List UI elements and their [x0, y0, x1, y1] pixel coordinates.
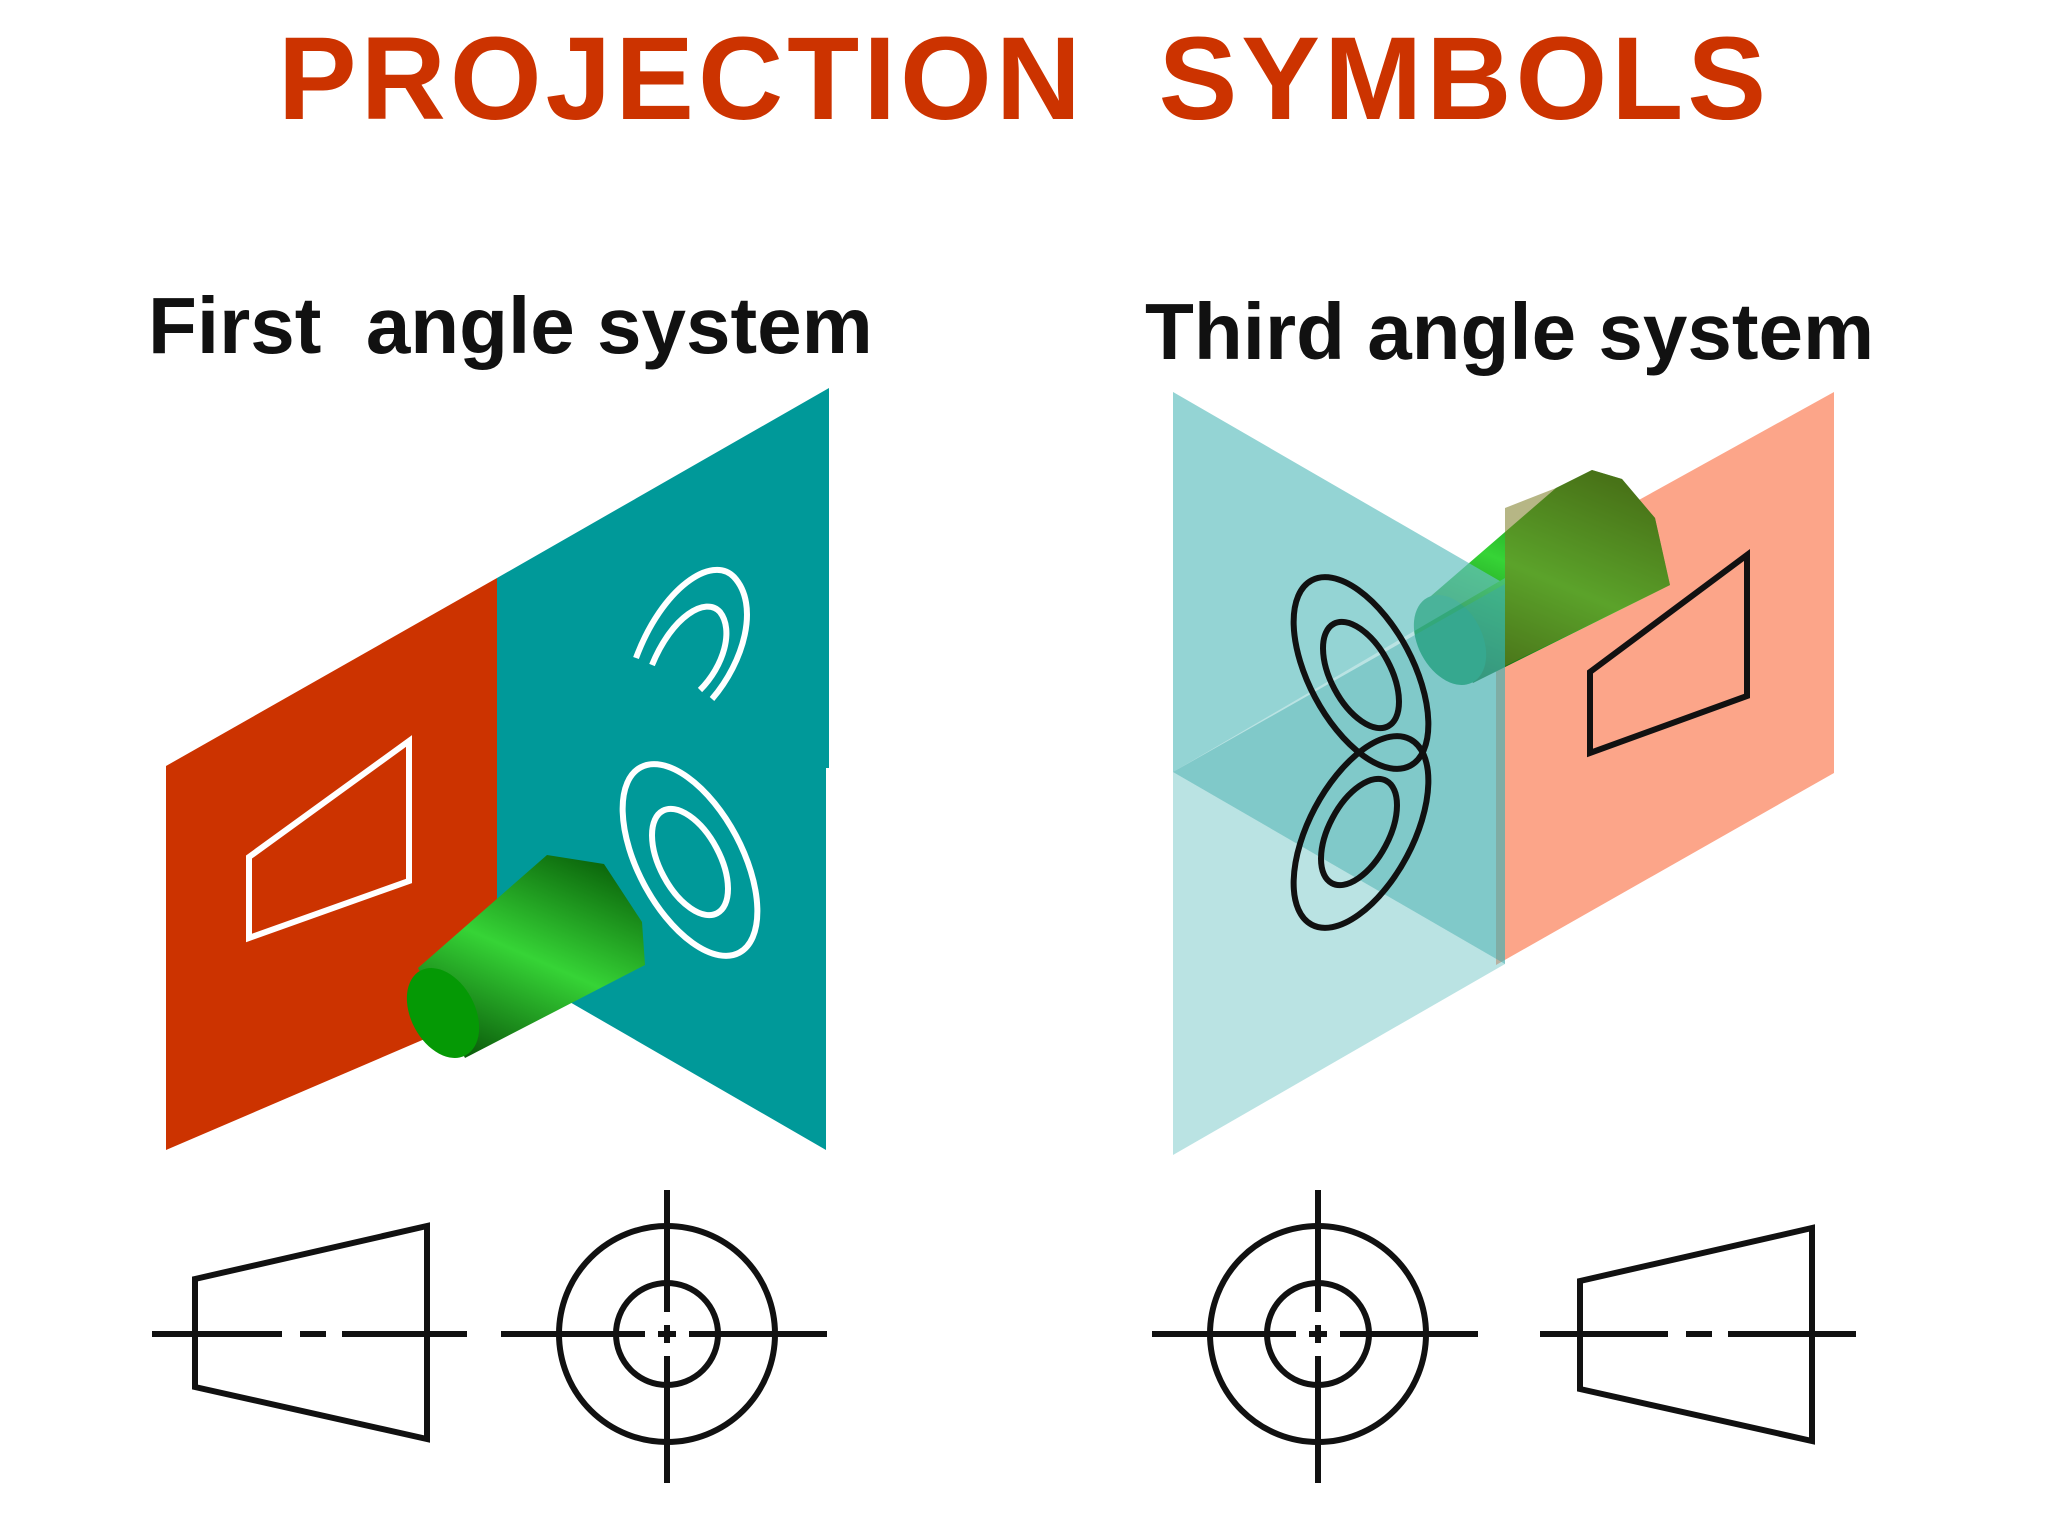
third-angle-symbol-trapezoid: [1577, 1224, 1815, 1445]
first-angle-profile-plane: [497, 388, 829, 1150]
third-angle-upper-outer-circle: [1290, 574, 1432, 772]
third-angle-cone-overlay: [1505, 470, 1670, 666]
first-angle-upper-inner-arc: [649, 603, 730, 693]
third-angle-side-view-outline: [1587, 549, 1750, 758]
first-angle-front-view-outline: [246, 735, 412, 943]
third-angle-symbol: [1152, 1190, 1856, 1483]
third-angle-heading: Third angle system: [1145, 287, 1875, 376]
first-angle-upper-arcs: [633, 566, 750, 701]
third-angle-lower-inner-circle: [1318, 775, 1400, 889]
first-angle-pictorial: [166, 388, 829, 1150]
third-angle-pictorial: [1173, 392, 1834, 1155]
third-angle-profile-plane: [1496, 392, 1834, 965]
first-angle-vertical-plane: [166, 578, 497, 1150]
page-title: PROJECTION SYMBOLS: [277, 13, 1771, 145]
first-angle-symbol-trapezoid: [192, 1222, 430, 1443]
third-angle-lower-outer-circle: [1290, 733, 1432, 931]
first-angle-heading: First angle system: [148, 281, 873, 370]
first-angle-cone-small-face: [406, 968, 480, 1058]
first-angle-symbol: [152, 1190, 827, 1483]
third-angle-cone-small-face: [1413, 595, 1487, 685]
third-angle-vertical-plane-lower: [1173, 772, 1505, 1155]
third-angle-upper-inner-circle: [1320, 618, 1402, 732]
first-angle-side-view-inner-circle: [649, 805, 731, 919]
first-angle-side-view-outer-circle: [619, 761, 761, 959]
